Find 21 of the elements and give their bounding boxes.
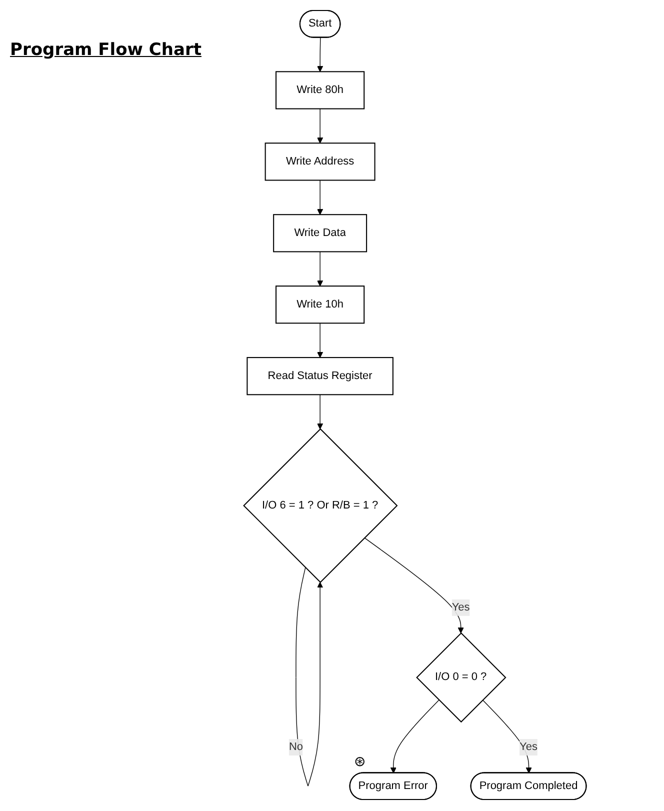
node-box: Write 80h [276, 71, 365, 110]
edge-label: Yes [520, 741, 538, 753]
node-box: Write Data [273, 214, 368, 252]
node-diamond: I/O 6 = 1 ? Or R/B = 1 ? [243, 428, 398, 583]
arrow [317, 180, 324, 215]
arrow [296, 567, 324, 786]
chart-title: Program Flow Chart [10, 40, 202, 60]
node-diamond: I/O 0 = 0 ? [416, 632, 506, 723]
arrow [317, 394, 324, 430]
arrow [317, 108, 324, 144]
edge-label: No [288, 741, 304, 753]
node-box: Write 10h [276, 286, 365, 324]
node-box: Write Address [264, 142, 376, 181]
arrow [317, 322, 324, 358]
arrow [317, 37, 324, 72]
edge-label: Yes [452, 601, 470, 614]
arrow [390, 700, 440, 774]
arrow [482, 700, 532, 774]
node-box: Read Status Register [246, 357, 394, 396]
arrow [317, 251, 324, 286]
arrow [364, 537, 464, 634]
